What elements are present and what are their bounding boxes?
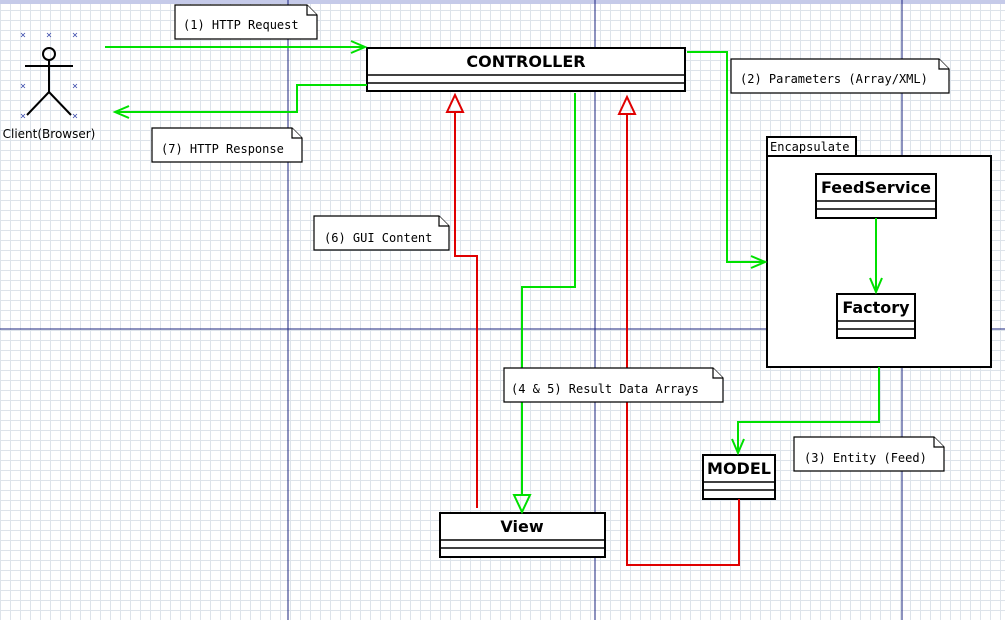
top-ruler	[0, 0, 1005, 4]
note-gui-content[interactable]: (6) GUI Content	[313, 215, 450, 251]
factory-class[interactable]: Factory	[836, 293, 916, 339]
package-tab-label: Encapsulate	[770, 140, 849, 154]
arrow-http-request[interactable]	[105, 40, 368, 54]
note-result-data-text: (4 & 5) Result Data Arrays	[511, 382, 699, 396]
request-flow-arrows	[105, 40, 883, 515]
note-entity-text: (3) Entity (Feed)	[804, 451, 927, 465]
note-result-data[interactable]: (4 & 5) Result Data Arrays	[503, 367, 724, 403]
arrow-package-to-model[interactable]	[731, 367, 880, 456]
arrow-feedservice-to-factory[interactable]	[869, 218, 883, 295]
client-browser-actor[interactable]: Client(Browser)	[3, 32, 96, 141]
view-class[interactable]: View	[439, 512, 606, 558]
feedservice-title: FeedService	[821, 178, 931, 197]
arrow-view-to-controller[interactable]	[445, 92, 478, 508]
note-parameters[interactable]: (2) Parameters (Array/XML)	[730, 58, 950, 94]
actor-label: Client(Browser)	[3, 127, 96, 141]
note-http-request-text: (1) HTTP Request	[183, 18, 299, 32]
view-title: View	[500, 517, 543, 536]
model-title: MODEL	[707, 459, 771, 478]
note-gui-content-text: (6) GUI Content	[324, 231, 432, 245]
arrow-http-response[interactable]	[112, 84, 367, 119]
return-flow-arrows	[445, 92, 740, 566]
controller-title: CONTROLLER	[466, 52, 585, 71]
arrow-controller-to-view[interactable]	[512, 93, 576, 515]
arrow-parameters[interactable]	[687, 51, 768, 269]
note-http-response-text: (7) HTTP Response	[161, 142, 284, 156]
note-parameters-text: (2) Parameters (Array/XML)	[740, 72, 928, 86]
feedservice-class[interactable]: FeedService	[815, 173, 937, 219]
selection-handles	[20, 32, 78, 119]
model-class[interactable]: MODEL	[702, 454, 776, 500]
note-entity[interactable]: (3) Entity (Feed)	[793, 436, 945, 472]
controller-class[interactable]: CONTROLLER	[366, 47, 686, 92]
factory-title: Factory	[842, 298, 910, 317]
actor-head	[42, 47, 56, 61]
note-http-request[interactable]: (1) HTTP Request	[174, 4, 318, 40]
arrow-model-to-controller[interactable]	[617, 94, 740, 566]
note-http-response[interactable]: (7) HTTP Response	[151, 127, 303, 163]
